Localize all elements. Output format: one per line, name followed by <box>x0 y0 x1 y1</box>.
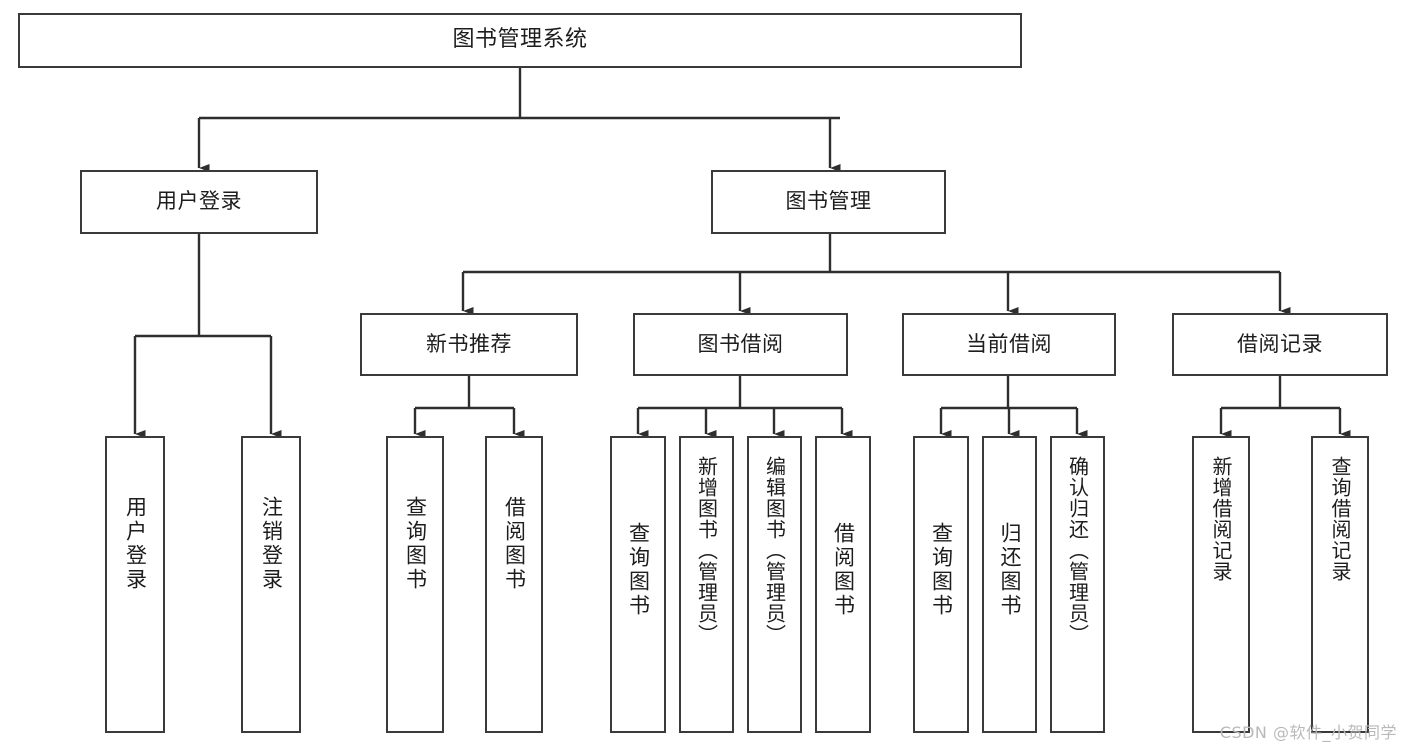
node-label: 归还图书 <box>998 522 1022 618</box>
node-label: 图书借阅 <box>697 331 784 356</box>
node-label: 新增图书（管理员） <box>694 456 719 645</box>
leaf-add-borrow-record[interactable]: 新增借阅记录 <box>1192 436 1250 733</box>
node-label: 新增借阅记录 <box>1209 456 1233 582</box>
node-current-borrow[interactable]: 当前借阅 <box>902 313 1116 376</box>
leaf-add-book-admin[interactable]: 新增图书（管理员） <box>679 436 734 733</box>
leaf-user-login[interactable]: 用户登录 <box>105 436 165 733</box>
leaf-logout[interactable]: 注销登录 <box>241 436 301 733</box>
node-label: 用户登录 <box>156 189 242 214</box>
node-label: 借阅记录 <box>1237 331 1323 356</box>
node-book-borrow[interactable]: 图书借阅 <box>633 313 848 376</box>
leaf-query-borrow-record[interactable]: 查询借阅记录 <box>1311 436 1369 733</box>
node-label: 借阅图书 <box>502 496 527 592</box>
node-label: 查询图书 <box>929 522 954 618</box>
node-label: 确认归还（管理员） <box>1065 456 1090 645</box>
node-borrow-record[interactable]: 借阅记录 <box>1172 313 1388 376</box>
node-label: 编辑图书（管理员） <box>762 456 787 645</box>
node-label: 查询图书 <box>403 496 428 592</box>
leaf-edit-book-admin[interactable]: 编辑图书（管理员） <box>747 436 802 733</box>
node-book-management[interactable]: 图书管理 <box>711 170 946 234</box>
node-label: 用户登录 <box>123 496 148 592</box>
leaf-query-book-recommend[interactable]: 查询图书 <box>386 436 444 733</box>
node-label: 注销登录 <box>259 496 284 592</box>
node-user-login[interactable]: 用户登录 <box>80 170 318 234</box>
node-label: 借阅图书 <box>831 522 856 618</box>
node-label: 新书推荐 <box>426 331 512 356</box>
node-label: 查询图书 <box>626 522 651 618</box>
leaf-confirm-return-admin[interactable]: 确认归还（管理员） <box>1050 436 1105 733</box>
leaf-borrow-book[interactable]: 借阅图书 <box>815 436 871 733</box>
node-label: 图书管理系统 <box>452 27 588 53</box>
leaf-return-book[interactable]: 归还图书 <box>982 436 1037 733</box>
leaf-query-book-borrow[interactable]: 查询图书 <box>610 436 666 733</box>
node-label: 查询借阅记录 <box>1328 456 1352 582</box>
leaf-query-book-current[interactable]: 查询图书 <box>913 436 969 733</box>
leaf-borrow-book-recommend[interactable]: 借阅图书 <box>485 436 543 733</box>
csdn-watermark: CSDN @软件_小贺同学 <box>1219 723 1397 742</box>
node-label: 当前借阅 <box>966 331 1052 356</box>
node-root-system[interactable]: 图书管理系统 <box>18 13 1022 68</box>
node-new-book-recommend[interactable]: 新书推荐 <box>360 313 578 376</box>
node-label: 图书管理 <box>785 189 872 214</box>
